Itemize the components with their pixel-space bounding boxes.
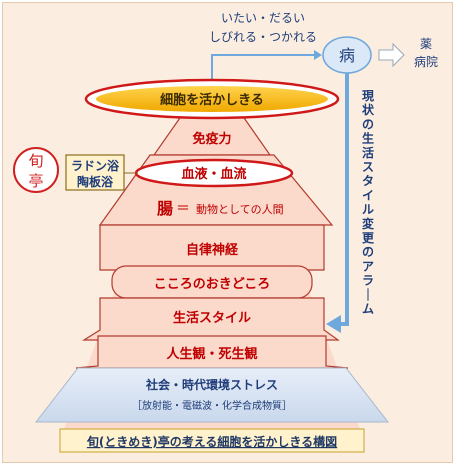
- blood-ellipse-label: 血液・血流: [181, 166, 246, 182]
- alarm-text-char: ル: [362, 203, 374, 217]
- layer-intestine-main: 腸: [157, 199, 173, 218]
- seal-char-1: 旬: [28, 152, 43, 170]
- alarm-arrow-line: [340, 73, 349, 326]
- alarm-text-char: ラ: [362, 274, 374, 288]
- destination-line1: 薬: [420, 37, 432, 51]
- layer-philosophy-label: 人生観・死生観: [166, 346, 257, 362]
- caption-text: 旬(ときめき)亭の考える細胞を活かしきる構図: [86, 434, 337, 449]
- alarm-text-char: タ: [362, 174, 374, 188]
- layer-stress: [34, 367, 390, 423]
- layer-autonomic-label: 自律神経: [186, 242, 239, 258]
- alarm-text-char: 状: [362, 102, 375, 117]
- sickness-label: 病: [339, 46, 355, 65]
- bath-line1: ラドン浴: [71, 158, 120, 173]
- layer-intestine-sub: 動物としての人間: [196, 202, 284, 216]
- layer-heart-label: こころのおきどころ: [154, 277, 271, 292]
- layer-stress-sub: ［放射能・電磁波・化学合成物質］: [132, 399, 292, 412]
- cell-ellipse-gold: [96, 86, 328, 112]
- alarm-text-char: 更: [362, 231, 375, 245]
- seal-stamp: [13, 147, 59, 193]
- caption-box: [59, 428, 365, 453]
- alarm-text-char: の: [362, 245, 374, 259]
- alarm-text-char: ス: [362, 160, 374, 174]
- symptoms-line1: いたい・だるい: [221, 11, 305, 25]
- alarm-text-char: イ: [362, 188, 374, 202]
- alarm-text-char: ム: [362, 302, 374, 316]
- layer-immunity-label: 免疫力: [192, 131, 231, 147]
- outline-arrow-icon: [378, 42, 405, 68]
- alarm-text-char: ア: [362, 259, 374, 273]
- symptoms-line2: しびれる・つかれる: [209, 30, 317, 44]
- alarm-arrowhead: [326, 315, 341, 333]
- layer-philosophy: [75, 335, 349, 369]
- destination-line2: 病院: [414, 54, 438, 69]
- alarm-text-char: 活: [362, 145, 374, 160]
- layer-lifestyle: [81, 297, 340, 341]
- layer-stress-label: 社会・時代環境ストレス: [145, 377, 278, 392]
- cell-ellipse-label: 細胞を活かしきる: [160, 92, 264, 108]
- connector-arrowhead: [314, 50, 322, 60]
- layer-lifestyle-label: 生活スタイル: [173, 310, 251, 326]
- layer-intestine-eq: ＝: [176, 201, 190, 217]
- layer-autonomic: [99, 224, 325, 271]
- bath-line2: 陶板浴: [77, 174, 114, 189]
- seal-char-2: 亭: [28, 172, 43, 190]
- bath-box: [65, 154, 125, 191]
- alarm-text-char: の: [362, 117, 374, 131]
- alarm-text-char: 現: [362, 89, 374, 103]
- alarm-text-char: ｜: [362, 287, 374, 302]
- alarm-text-char: 変: [362, 216, 375, 231]
- connector-to-sickness: [211, 54, 320, 90]
- alarm-text-char: 生: [362, 131, 374, 146]
